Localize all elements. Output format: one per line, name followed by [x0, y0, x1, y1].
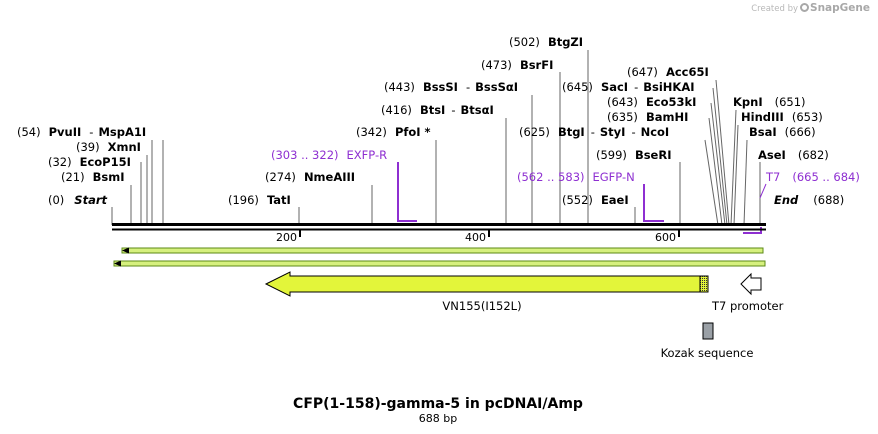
site-bsmi: (21)BsmI	[61, 170, 124, 184]
cut-line-kpni	[730, 109, 737, 226]
primer-t7: T7(665 .. 684)	[765, 170, 860, 184]
feature-vn155-stop-hatch	[699, 275, 709, 293]
exfp-r-primer-mark	[397, 162, 417, 222]
site-nmeaiii: (274)NmeAIII	[265, 170, 355, 184]
site-btsi-btsai: (416)BtsI-BtsαI	[381, 103, 494, 117]
start-label: (0)Start	[48, 193, 108, 207]
watermark-brand: SnapGene	[810, 2, 870, 14]
orf-strand-1-arrowhead	[122, 247, 129, 254]
orf-strands	[113, 247, 766, 267]
orf-strand-2-arrowhead	[114, 260, 121, 267]
primer-egfp-n: (562 .. 583)EGFP-N	[517, 170, 635, 184]
map-title: CFP(1-158)-gamma-5 in pcDNAI/Amp	[293, 396, 583, 412]
site-xmni: (39)XmnI	[76, 140, 141, 154]
ruler-ticks	[299, 230, 680, 237]
enzyme-labels: (0)Start (21)BsmI (32)EcoP15I (39)XmnI (…	[17, 35, 844, 207]
primer-exfp-r: (303 .. 322)EXFP-R	[271, 148, 387, 162]
site-btgi-styi-ncoi: (625)BtgI-StyI-NcoI	[519, 125, 669, 139]
site-kpni: KpnI(651)	[733, 95, 806, 109]
site-bamhi: (635)BamHI	[607, 110, 688, 124]
feature-t7-promoter-arrow[interactable]	[740, 272, 762, 296]
orf-strand-2	[113, 260, 766, 267]
end-label: End(688)	[774, 193, 844, 207]
feature-kozak-label: Kozak sequence	[661, 346, 754, 360]
feature-vn155[interactable]	[264, 271, 709, 297]
sequence-backbone	[112, 223, 766, 231]
site-btgzi: (502)BtgZI	[509, 35, 583, 49]
site-pvuii-mspa1i: (54)PvuII-MspA1I	[17, 125, 146, 139]
site-pfoi: (342)PfoI *	[356, 125, 431, 139]
ruler-label-600: 600	[655, 231, 676, 244]
site-saci-bsihkai: (645)SacI-BsiHKAI	[562, 80, 695, 94]
cut-line-hindiii	[733, 124, 739, 226]
site-asei: AseI(682)	[758, 148, 829, 162]
map-length: 688 bp	[419, 412, 457, 425]
watermark-prefix: Created by	[751, 4, 799, 14]
site-acc65i: (647)Acc65I	[627, 65, 709, 79]
site-tati: (196)TatI	[228, 193, 291, 207]
orf-strand-1	[121, 247, 764, 254]
cut-line-acc65i	[715, 79, 730, 226]
cut-line-bsai	[743, 139, 748, 226]
ruler-labels: 200 400 600	[276, 231, 676, 244]
cut-line-bamhi	[708, 117, 723, 226]
feature-kozak-box[interactable]	[702, 322, 714, 340]
site-hindiii: HindIII(653)	[741, 110, 823, 124]
feature-t7-promoter-label: T7 promoter	[711, 299, 784, 313]
site-bsssi-bsssai: (443)BssSI-BssSαI	[384, 80, 518, 94]
snapgene-logo-icon	[800, 3, 810, 12]
ruler-label-400: 400	[465, 231, 486, 244]
site-bsai: BsaI(666)	[749, 125, 816, 139]
ruler-label-200: 200	[276, 231, 297, 244]
site-ecop15i: (32)EcoP15I	[48, 155, 131, 169]
site-bsrfi: (473)BsrFI	[481, 58, 553, 72]
cut-line-saci	[712, 87, 728, 226]
egfp-n-primer-mark	[643, 184, 664, 222]
feature-vn155-arrow	[264, 271, 709, 297]
feature-vn155-label: VN155(I152L)	[442, 299, 521, 313]
site-eco53ki: (643)Eco53kI	[607, 95, 696, 109]
cut-site-lines	[111, 50, 761, 226]
t7-label-leader	[759, 183, 767, 199]
snapgene-watermark: Created by SnapGene	[751, 2, 870, 14]
cut-line-eco53ki	[710, 102, 726, 226]
primer-labels: (303 .. 322)EXFP-R (562 .. 583)EGFP-N T7…	[271, 148, 860, 184]
site-bseri: (599)BseRI	[596, 148, 671, 162]
cut-line-btgi	[704, 139, 719, 226]
site-eaei: (552)EaeI	[562, 193, 629, 207]
